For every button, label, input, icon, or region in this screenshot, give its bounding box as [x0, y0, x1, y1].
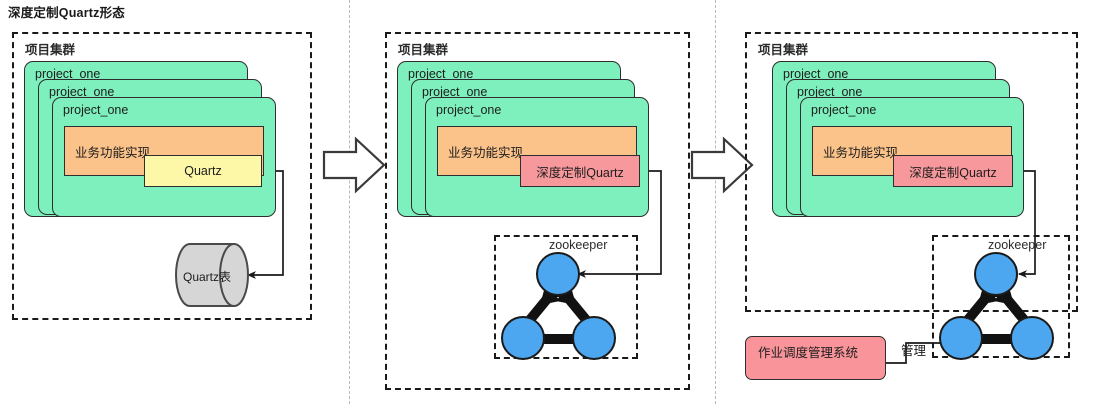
job-scheduling-admin-system-box: 作业调度管理系统 [745, 336, 886, 380]
right-project-cluster-box [745, 32, 1078, 312]
page-title: 深度定制Quartz形态 [8, 6, 125, 20]
left-project-card-2-label: project_one [49, 85, 115, 99]
right-project-card-3-label: project_one [811, 103, 877, 117]
left-quartz-box: Quartz [144, 155, 262, 187]
middle-zookeeper-label: zookeeper [549, 238, 608, 252]
panel-separator-2 [715, 0, 716, 404]
middle-project-cluster-box [385, 32, 690, 390]
right-cluster-label: 项目集群 [758, 43, 809, 57]
left-project-card-3-label: project_one [63, 103, 129, 117]
left-quartz-table-label: Quartz表 [182, 270, 231, 284]
right-zookeeper-box [932, 235, 1070, 358]
middle-project-card-2-label: project_one [422, 85, 488, 99]
middle-project-card-3-label: project_one [436, 103, 502, 117]
middle-cluster-label: 项目集群 [398, 43, 449, 57]
middle-zookeeper-box [494, 235, 638, 359]
admin-edge-label: 管理 [901, 344, 927, 358]
right-project-card-1-label: project_one [783, 67, 849, 81]
right-deep-quartz-box: 深度定制Quartz [893, 155, 1013, 187]
left-project-card-1-label: project_one [35, 67, 101, 81]
flow-arrow-icon-1 [322, 136, 386, 194]
left-project-cluster-box [12, 32, 312, 320]
middle-deep-quartz-box: 深度定制Quartz [520, 155, 640, 187]
left-quartz-table-cylinder: Quartz表 [172, 241, 252, 309]
right-zookeeper-label: zookeeper [988, 238, 1047, 252]
right-project-card-2-label: project_one [797, 85, 863, 99]
panel-separator-1 [349, 0, 350, 404]
middle-project-card-1-label: project_one [408, 67, 474, 81]
cylinder-icon [175, 243, 249, 307]
flow-arrow-icon-2 [690, 136, 754, 194]
left-cluster-label: 项目集群 [25, 43, 76, 57]
